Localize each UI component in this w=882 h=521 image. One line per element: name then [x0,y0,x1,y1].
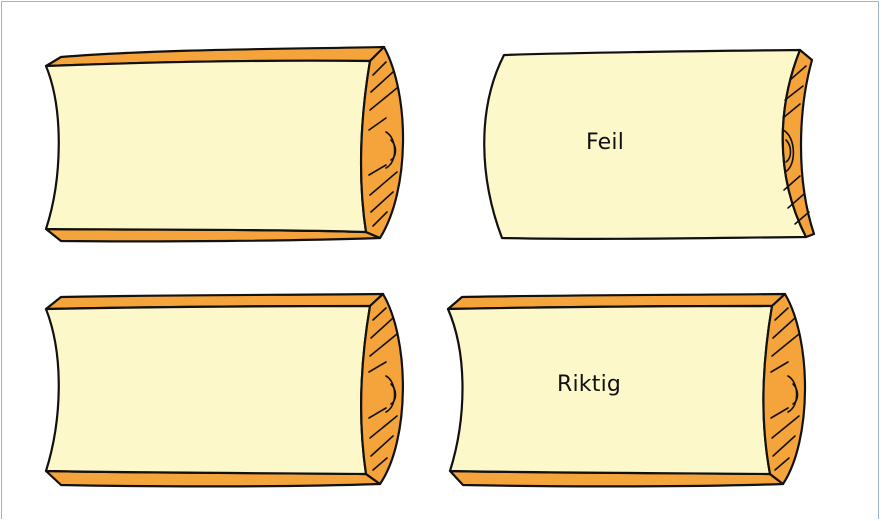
plank-bottom-right-right [448,294,805,486]
plank-bottom-left-end-grain [361,294,403,484]
plank-top-left-end-grain [361,47,403,238]
plank-top-left-face [46,61,370,232]
plank-bottom-left [46,294,403,486]
plank-bottom-right-end-grain [763,294,805,484]
plank-top-left [46,47,403,241]
plank-top-right-face [484,50,806,239]
plank-bottom-left-face [46,306,370,474]
label-wrong: Feil [586,130,624,155]
label-right: Riktig [557,372,621,397]
plank-top-right-wrong [484,50,814,239]
